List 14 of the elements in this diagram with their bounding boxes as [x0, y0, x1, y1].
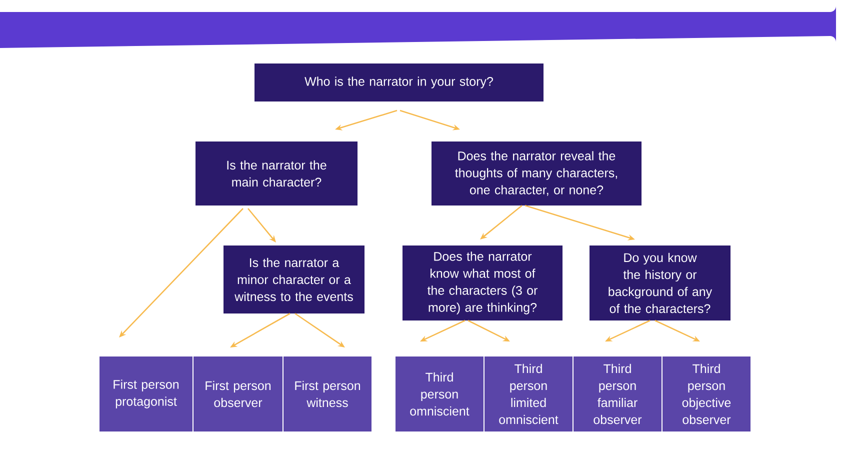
answer-cell: Third person familiar observer: [572, 356, 662, 432]
question-box: Is the narrator the main character?: [196, 142, 358, 206]
question-box: Who is the narrator in your story?: [254, 64, 544, 102]
answer-cell: First person witness: [282, 356, 372, 432]
question-box: Does the narrator reveal the thoughts of many characters, one character, or none?: [432, 142, 642, 206]
question-box: Do you know the history or background of any of the characters?: [590, 246, 730, 320]
answer-cell: Third person objective observer: [662, 356, 752, 432]
answer-cell: Third person omniscient: [394, 356, 484, 432]
answer-cell: Third person limited omniscient: [484, 356, 574, 432]
question-box: Does the narrator know what most of the characters (3 or more) are thinking?: [402, 246, 562, 320]
arrow: [119, 208, 244, 338]
answer-cell: First person protagonist: [98, 356, 194, 432]
question-box: Is the narrator a minor character or a witness to the events: [224, 246, 364, 314]
answer-cell: First person observer: [192, 356, 284, 432]
